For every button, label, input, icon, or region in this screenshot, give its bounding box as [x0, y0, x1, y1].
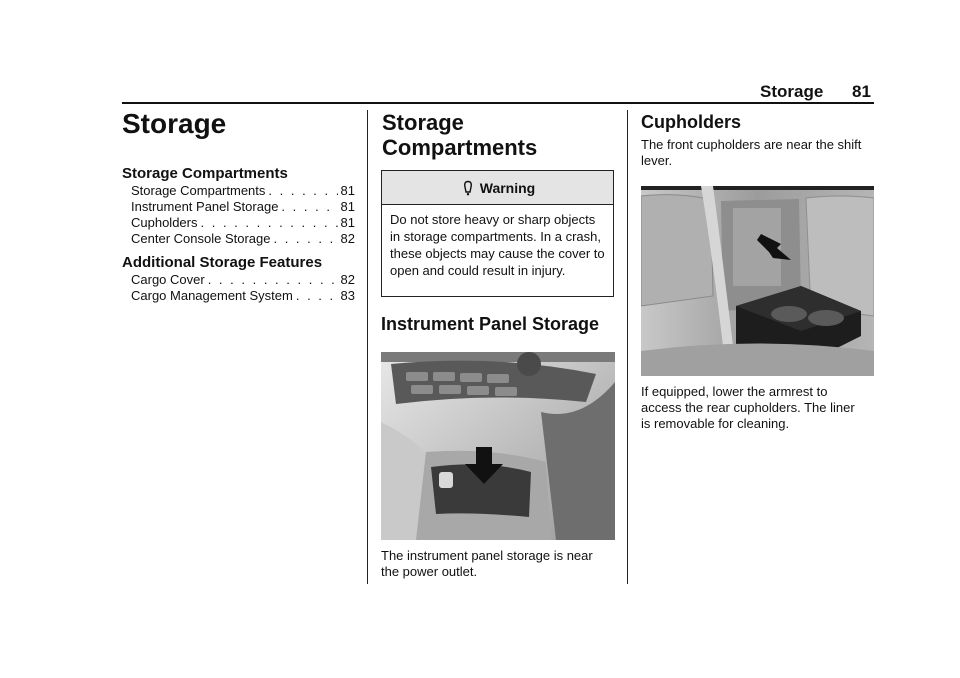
- toc-leader-dots: [296, 288, 338, 304]
- toc-entry-label: Storage Compartments: [131, 183, 266, 198]
- instrument-panel-caption: The instrument panel storage is near the…: [381, 548, 593, 579]
- toc-entry-page: 81: [340, 215, 355, 230]
- cupholders-heading: Cupholders: [641, 112, 742, 132]
- section-title-line2: Compartments: [382, 135, 538, 160]
- toc-entry-label: Cargo Management System: [131, 288, 293, 303]
- header-rule: [122, 102, 874, 104]
- toc-entry-page: 82: [340, 272, 355, 287]
- toc-group-heading: Additional Storage Features: [122, 254, 323, 271]
- warning-header: Warning: [382, 171, 613, 205]
- page-number: 81: [852, 82, 871, 101]
- toc-group-heading: Storage Compartments: [122, 165, 288, 182]
- toc-entry-label: Cargo Cover: [131, 272, 205, 287]
- toc-entry-page: 83: [340, 288, 355, 303]
- toc-group-storage-compartments: Storage Compartments 81 Instrument Panel …: [131, 183, 355, 247]
- toc-entry[interactable]: Cargo Cover 82: [131, 272, 355, 288]
- instrument-panel-photo: [381, 352, 615, 540]
- section-title-line1: Storage: [382, 110, 464, 135]
- instrument-panel-heading: Instrument Panel Storage: [381, 314, 600, 334]
- toc-entry-label: Instrument Panel Storage: [131, 199, 279, 214]
- toc-entry-label: Cupholders: [131, 215, 198, 230]
- warning-label: Warning: [479, 179, 536, 196]
- cupholders-intro: The front cupholders are near the shift …: [641, 137, 862, 168]
- toc-entry[interactable]: Instrument Panel Storage 81: [131, 199, 355, 215]
- column-divider-1: [367, 110, 368, 584]
- column-divider-2: [627, 110, 628, 584]
- toc-entry-page: 82: [340, 231, 355, 246]
- toc-leader-dots: [268, 183, 337, 199]
- running-header-section: Storage: [760, 82, 824, 101]
- toc-leader-dots: [273, 231, 337, 247]
- toc-entry[interactable]: Cupholders 81: [131, 215, 355, 231]
- toc-leader-dots: [201, 215, 338, 231]
- toc-group-additional-storage: Cargo Cover 82 Cargo Management System 83: [131, 272, 355, 304]
- warning-text: Do not store heavy or sharp objects in s…: [390, 212, 605, 278]
- toc-leader-dots: [281, 199, 337, 215]
- toc-entry-label: Center Console Storage: [131, 231, 271, 246]
- section-title: Storage Compartments: [382, 110, 614, 160]
- toc-leader-dots: [208, 272, 338, 288]
- toc-entry[interactable]: Storage Compartments 81: [131, 183, 355, 199]
- toc-entry[interactable]: Cargo Management System 83: [131, 288, 355, 304]
- toc-entry-page: 81: [340, 199, 355, 214]
- cupholders-caption: If equipped, lower the armrest to access…: [641, 384, 855, 431]
- toc-entry[interactable]: Center Console Storage 82: [131, 231, 355, 247]
- warning-box: Warning Do not store heavy or sharp obje…: [381, 170, 614, 297]
- cupholders-photo: [641, 186, 874, 376]
- warning-icon: [463, 180, 472, 195]
- toc-entry-page: 81: [340, 183, 355, 198]
- chapter-title: Storage: [122, 108, 227, 139]
